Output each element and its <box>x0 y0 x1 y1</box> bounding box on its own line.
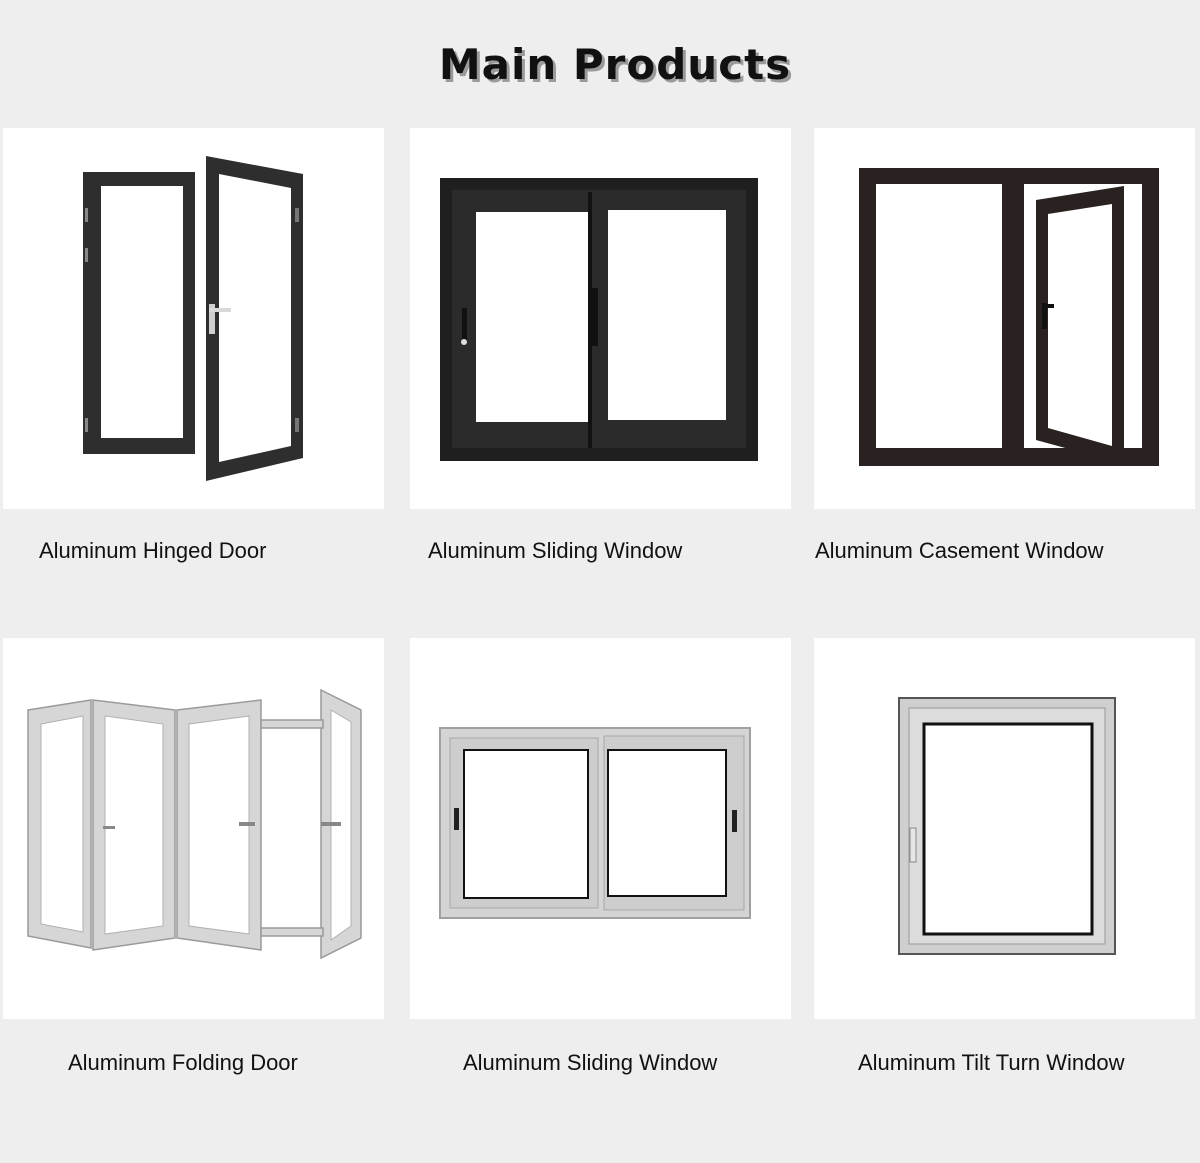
product-label[interactable]: Aluminum Casement Window <box>815 538 1104 563</box>
sliding-window-icon <box>439 727 751 919</box>
page-title: Main Products <box>438 40 792 89</box>
hinged-door-icon <box>83 156 303 481</box>
product-label[interactable]: Aluminum Folding Door <box>68 1050 298 1075</box>
product-card-sliding-window-light[interactable] <box>410 638 791 1019</box>
sliding-window-icon <box>440 178 758 461</box>
product-card-folding-door[interactable] <box>3 638 384 1019</box>
product-card-hinged-door[interactable] <box>3 128 384 509</box>
product-card-tilt-turn-window[interactable] <box>814 638 1195 1019</box>
product-label[interactable]: Aluminum Sliding Window <box>463 1050 718 1075</box>
product-label[interactable]: Aluminum Sliding Window <box>428 538 683 563</box>
casement-window-icon <box>859 168 1159 466</box>
folding-door-icon <box>27 688 362 960</box>
product-label[interactable]: Aluminum Tilt Turn Window <box>858 1050 1125 1075</box>
product-card-sliding-window[interactable] <box>410 128 791 509</box>
product-card-casement-window[interactable] <box>814 128 1195 509</box>
product-label[interactable]: Aluminum Hinged Door <box>39 538 267 563</box>
tilt-turn-window-icon <box>898 697 1116 955</box>
